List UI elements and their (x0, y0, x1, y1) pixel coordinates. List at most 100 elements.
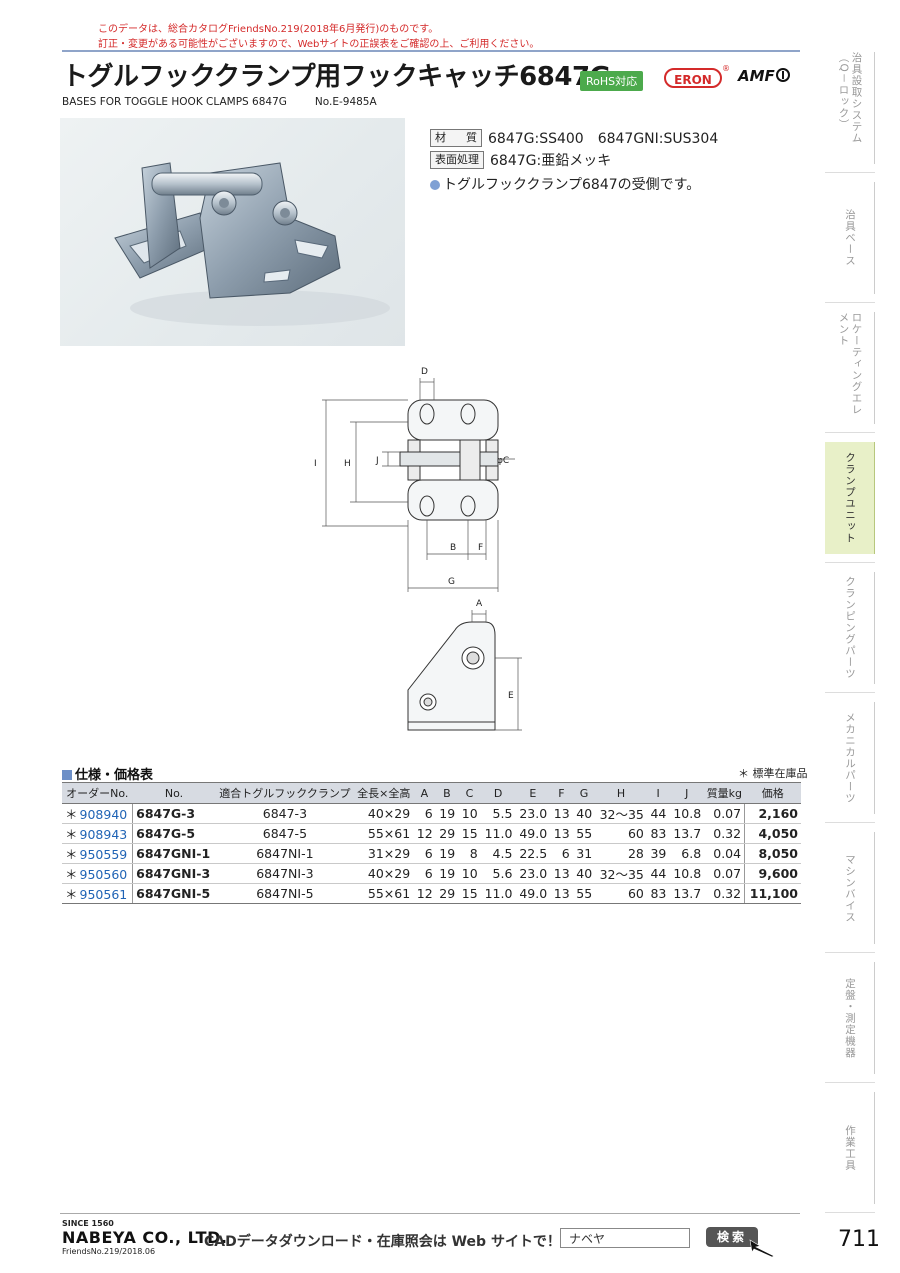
sidebar-tab[interactable]: ロケーティングエレメント (825, 312, 875, 424)
h-cell: 32～35 (595, 863, 647, 884)
column-header: C (458, 782, 481, 804)
i-cell: 83 (646, 823, 670, 844)
clamp-cell: 6847-3 (215, 803, 355, 824)
subtitle: BASES FOR TOGGLE HOOK CLAMPS 6847G No.E-9… (62, 96, 377, 108)
b-cell: 19 (435, 863, 459, 884)
clamp-cell: 6847NI-3 (215, 863, 355, 884)
sidebar-tab[interactable]: クランピングパーツ (825, 572, 875, 684)
a-cell: 12 (413, 883, 436, 904)
table-heading: 仕様・価格表 (62, 764, 153, 783)
surface-value: 6847G:亜鉛メッキ (490, 153, 612, 169)
column-header: 適合トグルフッククランプ (215, 782, 355, 804)
notice-line-2: 訂正・変更がある可能性がございますので、Webサイトの正誤表をご確認の上、ご利用… (98, 39, 540, 50)
sidebar-tab[interactable]: メカニカルパーツ (825, 702, 875, 814)
sidebar-tab[interactable]: クランプユニット (825, 442, 875, 554)
notice-line-1: このデータは、総合カタログFriendsNo.219(2018年6月発行)のもの… (98, 24, 439, 35)
no-cell: 6847G-3 (132, 803, 216, 824)
dim-label-b: B (450, 543, 456, 553)
table-heading-text: 仕様・価格表 (75, 768, 154, 783)
clamp-cell: 6847NI-5 (215, 883, 355, 904)
amf-logo-text: AMF (738, 67, 775, 85)
price-cell: 9,600 (744, 863, 801, 884)
order-number-cell: ＊908940 (62, 803, 133, 824)
g-cell: 55 (572, 823, 596, 844)
size-cell: 55×61 (354, 823, 414, 844)
specifications: 材 質 6847G:SS400 6847GNI:SUS304 表面処理 6847… (430, 127, 718, 171)
eron-registered-mark: ® (722, 64, 730, 73)
page-title: トグルフッククランプ用フックキャッチ6847G (62, 62, 611, 92)
subtitle-english: BASES FOR TOGGLE HOOK CLAMPS 6847G (62, 96, 287, 108)
a-cell: 12 (413, 823, 436, 844)
sidebar-divider (825, 562, 875, 563)
price-cell: 11,100 (744, 883, 801, 904)
i-cell: 39 (646, 843, 670, 864)
column-header: F (550, 782, 573, 804)
column-header: J (669, 782, 705, 804)
order-number-link[interactable]: 950560 (79, 867, 128, 882)
c-cell: 15 (458, 823, 481, 844)
c-cell: 8 (458, 843, 481, 864)
search-button[interactable]: 検索 (706, 1227, 758, 1247)
dim-label-a: A (476, 599, 483, 609)
column-header: A (413, 782, 436, 804)
i-cell: 44 (646, 803, 670, 824)
f-cell: 13 (550, 823, 573, 844)
column-header: 質量kg (704, 782, 745, 804)
footer-rule (60, 1213, 800, 1214)
sidebar-divider (825, 952, 875, 953)
subtitle-number: No.E-9485A (314, 96, 377, 108)
no-cell: 6847G-5 (132, 823, 216, 844)
j-cell: 10.8 (669, 803, 705, 824)
b-cell: 19 (435, 803, 459, 824)
no-cell: 6847GNI-3 (132, 863, 216, 884)
size-cell: 31×29 (354, 843, 414, 864)
no-cell: 6847GNI-5 (132, 883, 216, 904)
sidebar-tab[interactable]: 作業工具 (825, 1092, 875, 1204)
sidebar-tab[interactable]: 治具ベース (825, 182, 875, 294)
dim-label-g: G (448, 577, 455, 587)
mass-cell: 0.07 (704, 863, 745, 884)
e-cell: 22.5 (515, 843, 551, 864)
order-number-cell: ＊908943 (62, 823, 133, 844)
bullet-dot-icon (430, 180, 440, 190)
stock-asterisk: ＊ (65, 887, 78, 902)
page-number: 711 (838, 1227, 880, 1252)
sidebar-tab[interactable]: 定盤・測定機器 (825, 962, 875, 1074)
column-header: No. (132, 782, 216, 804)
rohs-badge: RoHS対応 (580, 71, 644, 91)
sidebar-tab[interactable]: マシンバイス (825, 832, 875, 944)
dim-label-i: I (314, 459, 317, 469)
material-label: 材 質 (430, 129, 482, 147)
sidebar-divider (825, 692, 875, 693)
order-number-link[interactable]: 950561 (79, 887, 128, 902)
column-header: B (435, 782, 459, 804)
order-number-cell: ＊950561 (62, 883, 133, 904)
stock-asterisk: ＊ (65, 847, 78, 862)
order-number-link[interactable]: 950559 (79, 847, 128, 862)
g-cell: 40 (572, 863, 596, 884)
stock-note: ＊ 標準在庫品 (738, 767, 808, 780)
e-cell: 23.0 (515, 803, 551, 824)
eron-logo: ERON (664, 68, 722, 88)
sidebar-tab[interactable]: 治具設取システム（Q－ロック） (825, 52, 875, 164)
search-input[interactable] (560, 1228, 690, 1248)
sidebar-divider (825, 432, 875, 433)
a-cell: 6 (413, 843, 436, 864)
order-number-cell: ＊950559 (62, 843, 133, 864)
order-number-link[interactable]: 908940 (79, 807, 128, 822)
order-number-cell: ＊950560 (62, 863, 133, 884)
f-cell: 6 (550, 843, 573, 864)
stock-asterisk: ＊ (65, 807, 78, 822)
amf-ring-icon (775, 68, 790, 82)
size-cell: 40×29 (354, 803, 414, 824)
a-cell: 6 (413, 803, 436, 824)
j-cell: 13.7 (669, 823, 705, 844)
b-cell: 29 (435, 823, 459, 844)
a-cell: 6 (413, 863, 436, 884)
f-cell: 13 (550, 803, 573, 824)
order-number-link[interactable]: 908943 (79, 827, 128, 842)
